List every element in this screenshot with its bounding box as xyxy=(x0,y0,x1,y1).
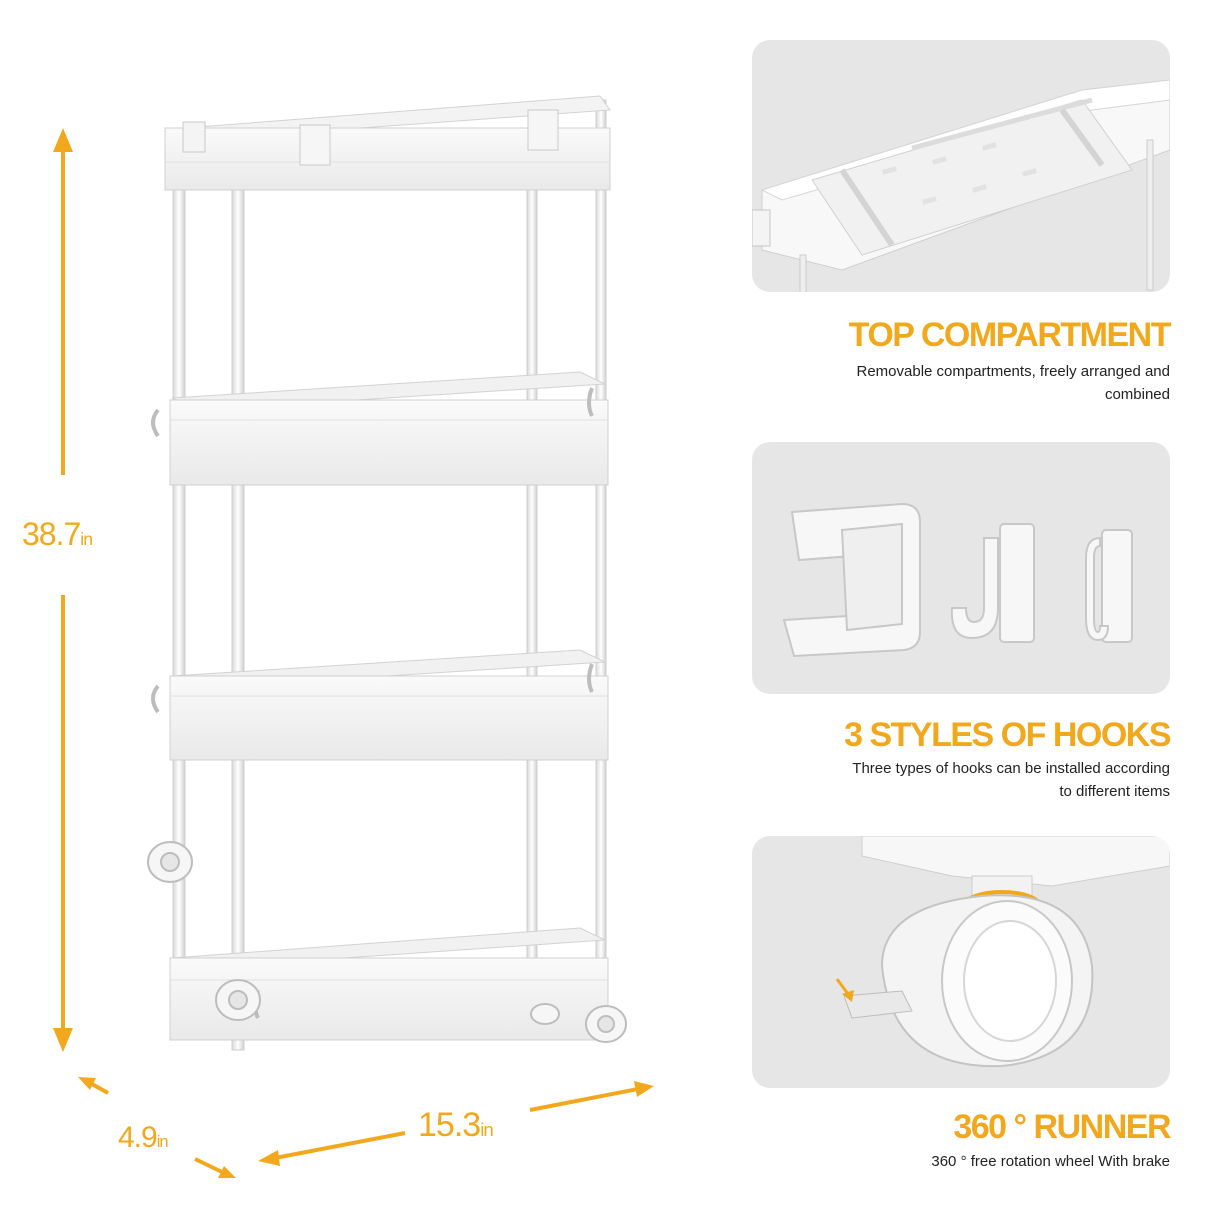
top-shelf xyxy=(164,95,611,191)
width-dimension-label: 15.3in xyxy=(418,1106,494,1145)
j-hook xyxy=(950,523,1035,643)
height-value: 38.7 xyxy=(22,516,81,552)
hooks-image xyxy=(752,442,1170,694)
wheels xyxy=(147,841,627,1043)
feature-desc-top-compartment: Removable compartments, freely arranged … xyxy=(750,360,1171,406)
width-arrow xyxy=(258,1081,654,1166)
clip-hook xyxy=(782,502,921,658)
feature-desc-runner: 360 ° free rotation wheel With brake xyxy=(750,1150,1170,1173)
width-unit: in xyxy=(480,1119,494,1140)
width-value: 15.3 xyxy=(418,1106,481,1144)
feature-title-runner: 360 ° RUNNER xyxy=(953,1108,1171,1146)
product-image-cart xyxy=(53,95,654,1178)
feature-desc-line: 360 ° free rotation wheel With brake xyxy=(931,1153,1170,1170)
feature-title-hooks: 3 STYLES OF HOOKS xyxy=(844,716,1171,754)
middle-shelf-1 xyxy=(151,371,609,486)
depth-dimension-label: 4.9in xyxy=(118,1121,169,1155)
depth-arrow xyxy=(78,1077,236,1178)
feature-desc-line: Removable compartments, freely arranged … xyxy=(856,363,1171,380)
depth-value: 4.9 xyxy=(118,1121,158,1154)
feature-desc-line: to different items xyxy=(1059,783,1170,800)
wheel-image xyxy=(752,836,1170,1088)
caster-wheel xyxy=(843,894,1094,1068)
depth-unit: in xyxy=(156,1133,169,1151)
height-dimension-label: 38.7in xyxy=(22,516,93,553)
height-arrow xyxy=(53,128,73,1052)
middle-shelf-2 xyxy=(151,649,609,761)
feature-desc-line: Three types of hooks can be installed ac… xyxy=(852,760,1170,777)
top-compartment-image xyxy=(752,40,1170,292)
feature-title-top-compartment: TOP COMPARTMENT xyxy=(848,316,1172,354)
height-unit: in xyxy=(80,529,93,549)
s-hook xyxy=(1085,529,1133,643)
bottom-shelf xyxy=(169,927,609,1041)
feature-desc-hooks: Three types of hooks can be installed ac… xyxy=(750,757,1170,803)
feature-desc-line: combined xyxy=(1104,386,1170,403)
